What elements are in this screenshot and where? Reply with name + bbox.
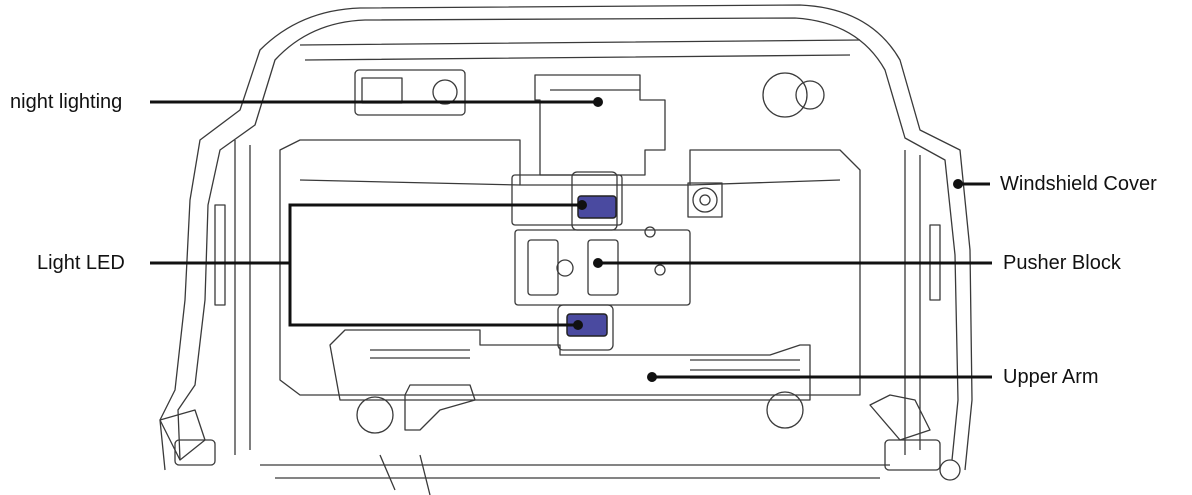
dot-night-lighting	[593, 97, 603, 107]
leader-lines	[150, 100, 992, 379]
leader-light-led-bracket	[288, 203, 582, 327]
dot-upper-led	[577, 200, 587, 210]
label-pusher-block: Pusher Block	[1003, 252, 1121, 274]
led-lights	[566, 195, 617, 337]
label-night-lighting: night lighting	[10, 91, 123, 113]
dot-windshield-cover	[953, 179, 963, 189]
label-upper-arm: Upper Arm	[1003, 366, 1099, 388]
dot-lower-led	[573, 320, 583, 330]
label-light-led: Light LED	[37, 252, 125, 274]
leader-dots	[573, 97, 963, 382]
device-outline	[159, 4, 973, 495]
dot-upper-arm	[647, 372, 657, 382]
label-windshield-cover: Windshield Cover	[1000, 173, 1157, 195]
dot-pusher-block	[593, 258, 603, 268]
